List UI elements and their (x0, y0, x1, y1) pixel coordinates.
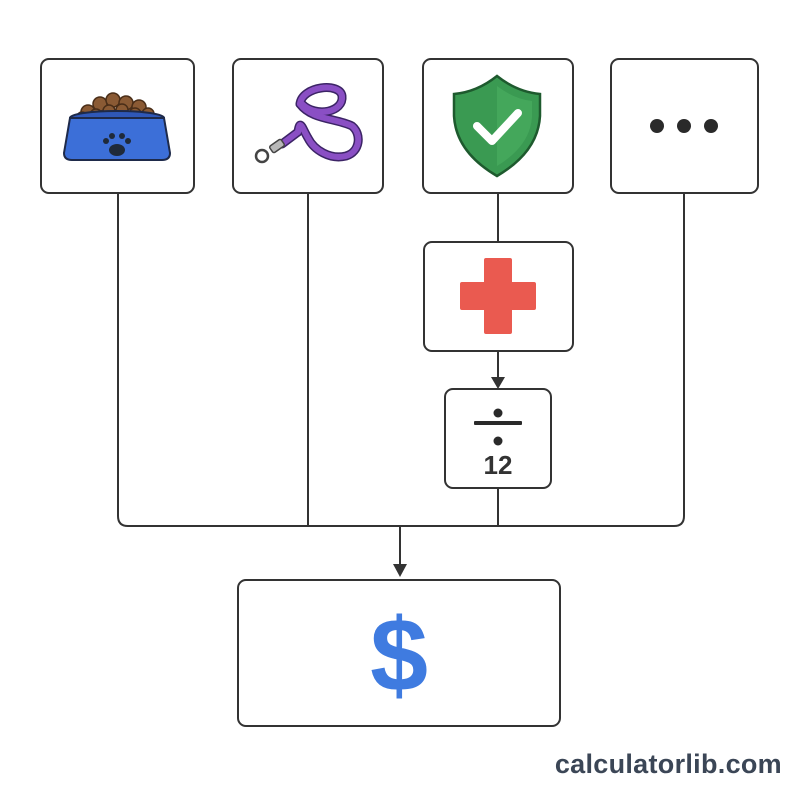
more-dots-icon (650, 119, 718, 133)
other-costs-box (610, 58, 759, 194)
monthly-cost-result-box: $ (237, 579, 561, 727)
food-cost-box (40, 58, 195, 194)
divide-by-twelve-box: 12 (444, 388, 552, 489)
division-icon (474, 408, 522, 446)
shield-check-icon (452, 74, 542, 178)
connector-bottom-bus (117, 515, 685, 527)
arrowhead-to-divide (491, 377, 505, 389)
arrowhead-to-result (393, 564, 407, 577)
insurance-cost-box (422, 58, 574, 194)
pet-food-bowl-icon (62, 92, 172, 161)
medical-cost-box (423, 241, 574, 352)
leash-cost-box (232, 58, 384, 194)
connector-lines (117, 193, 685, 577)
leash-icon (254, 83, 363, 164)
dollar-icon: $ (370, 598, 428, 714)
site-watermark: calculatorlib.com (554, 749, 782, 779)
medical-cross-icon (460, 258, 536, 334)
divisor-label: 12 (484, 450, 513, 480)
